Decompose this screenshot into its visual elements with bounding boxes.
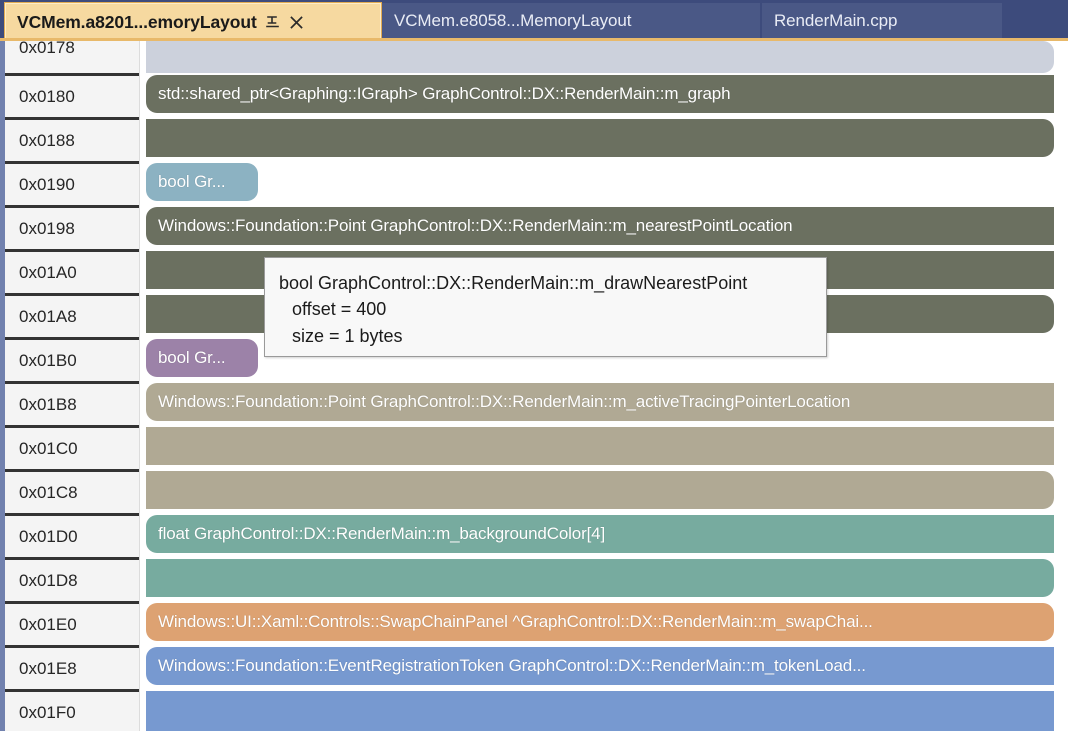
address-label: 0x01E0 — [19, 615, 77, 635]
address-row[interactable]: 0x01D8 — [5, 557, 139, 601]
memory-bars-region[interactable]: std::shared_ptr<Graphing::IGraph> GraphC… — [146, 41, 1068, 731]
memory-layout-body: 0x0178 0x0180 0x0188 0x0190 0x0198 0x01A0 0x01… — [0, 41, 1068, 731]
tab-vcmem-e8058[interactable]: VCMem.e8058...MemoryLayout — [382, 3, 760, 38]
address-row[interactable]: 0x01E0 — [5, 601, 139, 645]
address-row[interactable]: 0x0198 — [5, 205, 139, 249]
address-row[interactable]: 0x01A8 — [5, 293, 139, 337]
pin-icon[interactable] — [265, 15, 280, 30]
address-row[interactable]: 0x0180 — [5, 73, 139, 117]
memory-bar-label: Windows::Foundation::EventRegistrationTo… — [158, 656, 866, 676]
memory-bar-labeled[interactable]: bool Gr... — [146, 339, 258, 377]
address-label: 0x01A8 — [19, 307, 77, 327]
tab-label: VCMem.e8058...MemoryLayout — [382, 11, 637, 31]
address-label: 0x0190 — [19, 175, 75, 195]
memory-bar-labeled[interactable]: Windows::Foundation::Point GraphControl:… — [146, 383, 1054, 421]
memory-bar-label: float GraphControl::DX::RenderMain::m_ba… — [158, 524, 605, 544]
address-label: 0x0180 — [19, 87, 75, 107]
tab-buttons — [263, 15, 315, 30]
tooltip-line: bool GraphControl::DX::RenderMain::m_dra… — [279, 270, 810, 296]
address-label: 0x01D0 — [19, 527, 78, 547]
address-label: 0x0178 — [19, 41, 75, 55]
memory-bar-label: Windows::Foundation::Point GraphControl:… — [158, 392, 850, 412]
memory-bar-labeled[interactable]: Windows::Foundation::Point GraphControl:… — [146, 207, 1054, 245]
memory-bar-continuation[interactable] — [146, 471, 1054, 509]
address-label: 0x01A0 — [19, 263, 77, 283]
memory-bar-labeled[interactable]: float GraphControl::DX::RenderMain::m_ba… — [146, 515, 1054, 553]
memory-bar-continuation[interactable] — [146, 119, 1054, 157]
address-row[interactable]: 0x01B0 — [5, 337, 139, 381]
tooltip-line: size = 1 bytes — [279, 323, 810, 349]
memory-bar-label: Windows::UI::Xaml::Controls::SwapChainPa… — [158, 612, 873, 632]
memory-bar-labeled[interactable]: Windows::Foundation::EventRegistrationTo… — [146, 647, 1054, 685]
memory-bar-continuation[interactable] — [146, 559, 1054, 597]
address-label: 0x01C0 — [19, 439, 78, 459]
address-label: 0x01D8 — [19, 571, 78, 591]
address-row[interactable]: 0x01B8 — [5, 381, 139, 425]
member-tooltip: bool GraphControl::DX::RenderMain::m_dra… — [264, 257, 827, 357]
address-row[interactable]: 0x01C0 — [5, 425, 139, 469]
tab-rendermain-cpp[interactable]: RenderMain.cpp — [762, 3, 1002, 38]
address-row[interactable]: 0x01C8 — [5, 469, 139, 513]
address-row[interactable]: 0x0188 — [5, 117, 139, 161]
address-column[interactable]: 0x0178 0x0180 0x0188 0x0190 0x0198 0x01A0 0x01… — [5, 41, 140, 731]
memory-bar-labeled[interactable]: std::shared_ptr<Graphing::IGraph> GraphC… — [146, 75, 1054, 113]
memory-bar-continuation[interactable] — [146, 691, 1054, 731]
address-row[interactable]: 0x01D0 — [5, 513, 139, 557]
tab-label: RenderMain.cpp — [762, 11, 903, 31]
address-label: 0x01C8 — [19, 483, 78, 503]
address-label: 0x0188 — [19, 131, 75, 151]
address-row[interactable]: 0x01A0 — [5, 249, 139, 293]
memory-bar-label: Windows::Foundation::Point GraphControl:… — [158, 216, 793, 236]
tooltip-line: offset = 400 — [279, 296, 810, 322]
memory-bar-labeled[interactable]: Windows::UI::Xaml::Controls::SwapChainPa… — [146, 603, 1054, 641]
tab-label: VCMem.a8201...emoryLayout — [5, 12, 263, 33]
address-label: 0x0198 — [19, 219, 75, 239]
tab-vcmem-a8201[interactable]: VCMem.a8201...emoryLayout — [4, 2, 382, 41]
address-row[interactable]: 0x01F0 — [5, 689, 139, 731]
memory-bar-labeled[interactable]: bool Gr... — [146, 163, 258, 201]
address-row[interactable]: 0x0178 — [5, 41, 139, 73]
address-row[interactable]: 0x0190 — [5, 161, 139, 205]
memory-bar-continuation[interactable] — [146, 41, 1054, 73]
close-icon[interactable] — [289, 15, 304, 30]
memory-bar-label: bool Gr... — [158, 172, 225, 192]
address-label: 0x01B8 — [19, 395, 77, 415]
address-label: 0x01B0 — [19, 351, 77, 371]
address-row[interactable]: 0x01E8 — [5, 645, 139, 689]
memory-bar-label: std::shared_ptr<Graphing::IGraph> GraphC… — [158, 84, 730, 104]
address-label: 0x01E8 — [19, 659, 77, 679]
memory-bar-continuation[interactable] — [146, 427, 1054, 465]
tab-strip: VCMem.a8201...emoryLayout VCMem.e8058...… — [0, 0, 1068, 41]
memory-bar-label: bool Gr... — [158, 348, 225, 368]
address-label: 0x01F0 — [19, 703, 76, 723]
